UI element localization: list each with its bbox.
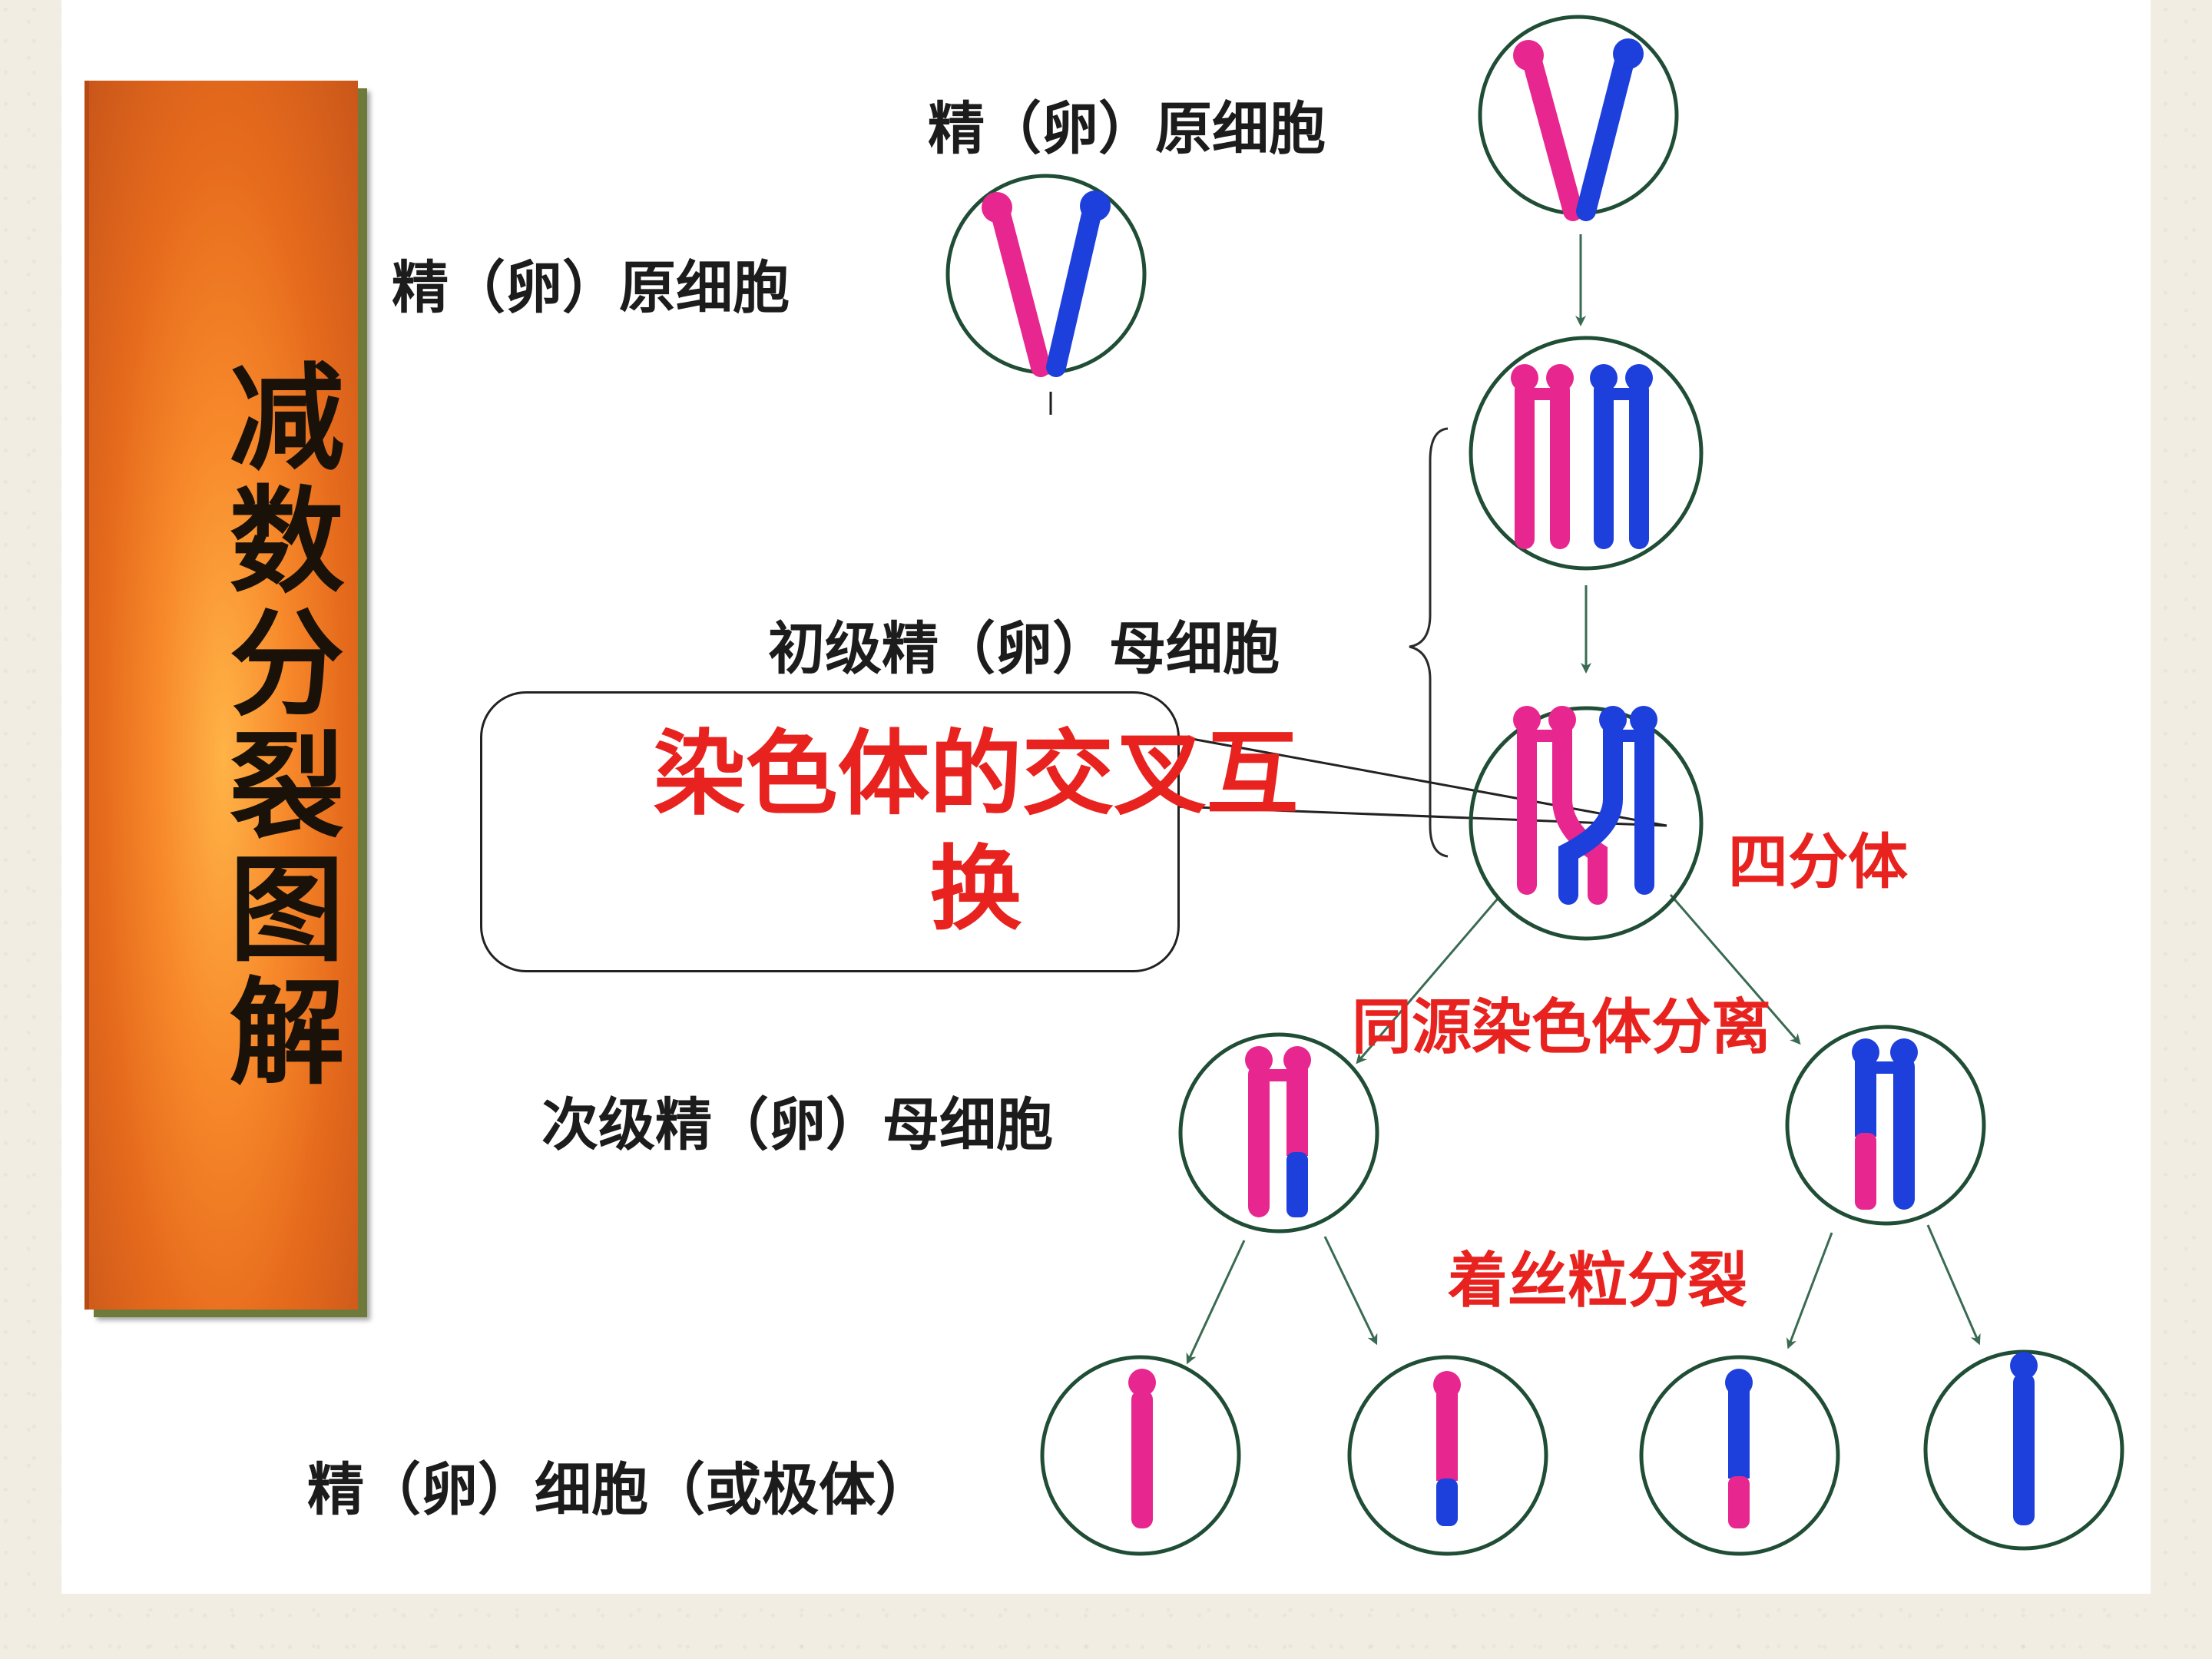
chromosome-gamete-4 (2010, 1352, 2038, 1525)
chromosomes-secondary-right (1852, 1038, 1918, 1210)
cell-spermatogonium-top (1478, 15, 1679, 216)
arrow-5 (1186, 1240, 1246, 1365)
label-primary-cell: 初级精（卵）母细胞 (768, 616, 1280, 682)
chromosomes-tetrad (1513, 706, 1657, 905)
cell-secondary-right (1785, 1025, 1986, 1226)
label-secondary-cell: 次级精（卵）母细胞 (541, 1092, 1053, 1158)
cell-primary-1 (1469, 336, 1704, 571)
label-gamete-cell: 精（卵）细胞（或极体） (307, 1457, 932, 1523)
callout-text: 染色体的交叉互换 (653, 720, 1299, 943)
label-homolog-separation: 同源染色体分离 (1352, 992, 1772, 1062)
arrow-8 (1926, 1224, 1981, 1346)
callout-pointer-top (1174, 734, 1667, 827)
label-spermatogonium-top: 精（卵）原细胞 (928, 96, 1326, 162)
chromosomes-spermatogonium-top (1513, 38, 1644, 221)
label-tetrad: 四分体 (1728, 827, 1909, 897)
crossing-over-callout: 染色体的交叉互换 (480, 691, 1299, 972)
label-centromere-split: 着丝粒分裂 (1448, 1246, 1748, 1316)
title-banner: 减数分裂图解 (84, 81, 358, 1310)
chromosome-gamete-1 (1128, 1369, 1156, 1528)
arrow-7 (1786, 1232, 1833, 1349)
cell-gamete-1 (1040, 1355, 1241, 1556)
arrow-6 (1323, 1236, 1378, 1346)
label-spermatogonium-left: 精（卵）原细胞 (392, 255, 790, 321)
arrow-3 (1356, 898, 1499, 1065)
cell-gamete-2 (1347, 1355, 1548, 1556)
bracket (1409, 427, 1449, 858)
cell-gamete-3 (1639, 1355, 1840, 1556)
cell-spermatogonium-left (945, 174, 1147, 375)
chromosomes-spermatogonium-left (982, 190, 1111, 377)
callout-pointer-bottom (1174, 805, 1667, 827)
banner-title: 减数分裂图解 (210, 357, 345, 1094)
chromosome-gamete-3 (1725, 1369, 1753, 1528)
chromosome-gamete-2 (1433, 1371, 1461, 1526)
chromosomes-secondary-left (1245, 1046, 1311, 1217)
cell-primary-tetrad (1469, 706, 1704, 941)
chromosomes-primary-1 (1511, 364, 1653, 549)
cell-secondary-left (1178, 1032, 1379, 1233)
arrow-4 (1669, 894, 1801, 1045)
